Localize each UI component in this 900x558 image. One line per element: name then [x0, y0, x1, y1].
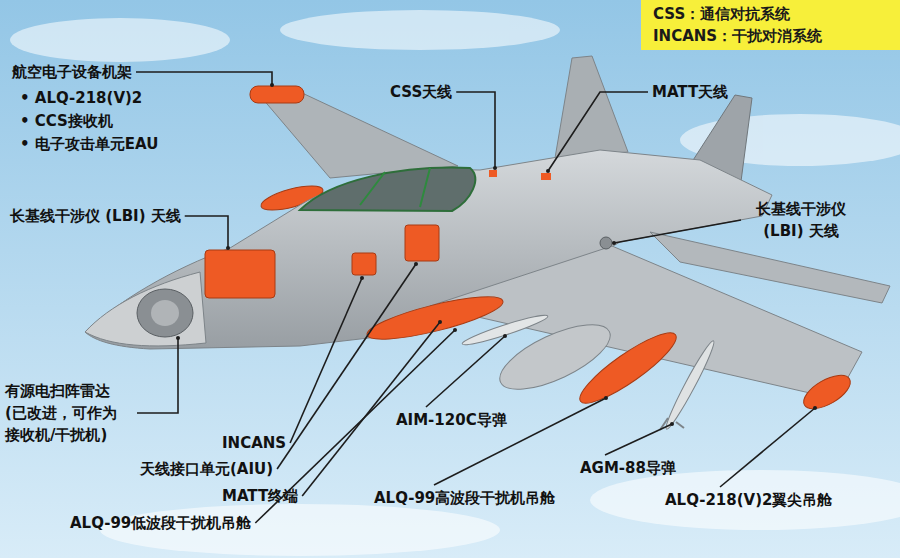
- far-wing: [262, 92, 458, 178]
- aiu-unit: [405, 225, 439, 261]
- part-label: 天线接口单元(AIU): [140, 459, 273, 479]
- wingtip-pod: [798, 369, 855, 416]
- near-wing: [430, 246, 862, 399]
- agm-88-missile: [662, 339, 718, 432]
- nose-cone: [85, 272, 206, 346]
- high-band-pod: [572, 323, 683, 412]
- leader-end-dot: [414, 262, 418, 266]
- part-list-item: • CCS接收机: [20, 111, 113, 131]
- leader-line: [548, 92, 648, 171]
- part-label: AIM-120C导弹: [396, 410, 507, 430]
- lbi-antenna: [600, 237, 612, 249]
- leader-line: [136, 72, 272, 85]
- part-label: 长基线干涉仪 (LBI) 天线: [745, 198, 857, 242]
- leader-line: [605, 424, 672, 455]
- part-label: AGM-88导弹: [580, 458, 676, 478]
- part-label: 长基线干涉仪 (LBI) 天线: [10, 206, 181, 226]
- clouds: [10, 10, 900, 556]
- part-label: MATT天线: [652, 82, 728, 102]
- leader-line: [456, 92, 495, 168]
- part-list-item: • 电子攻击单元EAU: [20, 134, 158, 154]
- matt-antenna: [541, 173, 551, 180]
- part-list-item: • ALQ-218(V)2: [20, 88, 142, 108]
- leader-line: [185, 216, 228, 248]
- leader-line: [426, 336, 505, 407]
- aesa-radar-core: [151, 300, 179, 326]
- leader-end-dot: [453, 328, 457, 332]
- leader-end-dot: [360, 276, 364, 280]
- part-label: 有源电扫阵雷达 (已改进，可作为 接收机/干扰机): [5, 380, 133, 446]
- glossary-entry: CSS：通信对抗系统: [653, 3, 888, 25]
- part-label: CSS天线: [390, 82, 452, 102]
- cloud: [10, 18, 230, 62]
- leader-end-dot: [503, 334, 507, 338]
- canopy: [300, 168, 475, 211]
- part-label: INCANS: [222, 433, 286, 453]
- part-label: 航空电子设备机架: [12, 62, 132, 82]
- css-antenna: [489, 170, 497, 177]
- leader-line: [614, 220, 741, 243]
- leader-line: [720, 408, 815, 487]
- incans-unit: [352, 253, 376, 275]
- leader-line: [277, 264, 416, 469]
- leader-end-dot: [670, 422, 674, 426]
- aim-120c-missile: [461, 311, 550, 348]
- glossary-box: CSS：通信对抗系统INCANS：干扰对消系统: [641, 0, 900, 50]
- leader-end-dot: [270, 83, 274, 87]
- cloud: [590, 470, 900, 530]
- part-label: MATT终端: [222, 486, 298, 506]
- leader-end-dot: [493, 166, 497, 170]
- leader-end-dot: [438, 320, 442, 324]
- far-wingtip-pod: [250, 86, 304, 103]
- leader-end-dot: [813, 406, 817, 410]
- aesa-radar: [137, 289, 193, 337]
- leader-line: [302, 322, 440, 496]
- leader-end-dot: [226, 246, 230, 250]
- avionics-rack: [205, 250, 275, 298]
- leader-end-dot: [604, 396, 608, 400]
- canopy-frame: [360, 168, 430, 207]
- leader-end-dot: [176, 336, 180, 340]
- leader-line: [137, 338, 178, 413]
- part-label: ALQ-99低波段干扰机吊舱: [70, 513, 251, 533]
- part-label: ALQ-99高波段干扰机吊舱: [374, 488, 555, 508]
- leader-end-dot: [546, 169, 550, 173]
- leader-end-dot: [612, 241, 616, 245]
- glossary-entry: INCANS：干扰对消系统: [653, 25, 888, 47]
- part-label: ALQ-218(V)2翼尖吊舱: [665, 490, 833, 510]
- cloud: [280, 10, 560, 50]
